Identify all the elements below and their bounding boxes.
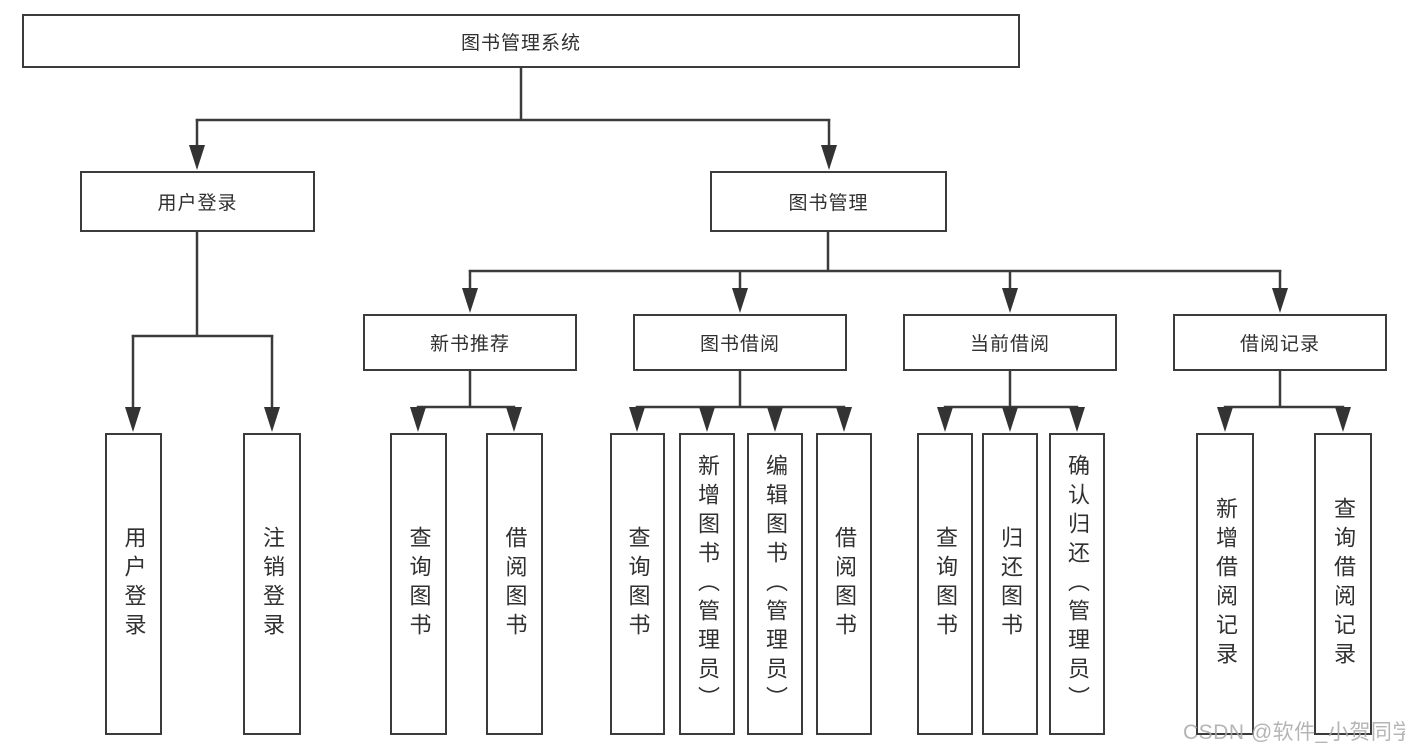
- node-borrowing-records: 借阅记录: [1173, 314, 1387, 371]
- leaf-nbr-borrow-books: 借阅图书: [486, 433, 543, 735]
- node-user-login-branch: 用户登录: [80, 171, 315, 232]
- leaf-cb-confirm-return-admin: 确认归还（管理员）: [1049, 433, 1105, 735]
- node-current-borrowing: 当前借阅: [903, 314, 1117, 371]
- leaf-br-add-record: 新增借阅记录: [1196, 433, 1254, 735]
- leaf-bb-add-books-admin: 新增图书（管理员）: [679, 433, 735, 735]
- leaf-user-login: 用户登录: [105, 433, 162, 735]
- node-book-borrowing: 图书借阅: [633, 314, 847, 371]
- csdn-watermark: CSDN @软件_小贺同学: [1183, 721, 1405, 744]
- node-root: 图书管理系统: [22, 14, 1020, 68]
- leaf-bb-borrow-books: 借阅图书: [816, 433, 872, 735]
- leaf-logout: 注销登录: [243, 433, 301, 735]
- leaf-cb-query-books: 查询图书: [917, 433, 973, 735]
- leaf-cb-return-books: 归还图书: [982, 433, 1038, 735]
- leaf-br-query-record: 查询借阅记录: [1314, 433, 1372, 735]
- leaf-nbr-query-books: 查询图书: [390, 433, 447, 735]
- leaf-bb-edit-books-admin: 编辑图书（管理员）: [747, 433, 803, 735]
- node-book-management: 图书管理: [710, 171, 947, 232]
- node-new-book-recommend: 新书推荐: [363, 314, 577, 371]
- leaf-bb-query-books: 查询图书: [610, 433, 665, 735]
